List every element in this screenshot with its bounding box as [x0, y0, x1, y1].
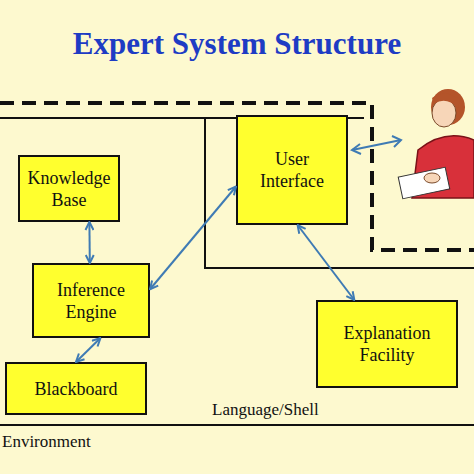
user-hand	[424, 173, 440, 183]
text-stack: Explanation Facility	[334, 322, 440, 366]
component-label: User Interface	[250, 148, 334, 192]
user-hair	[431, 89, 465, 125]
component-box: Knowledge Base	[18, 155, 120, 222]
component-label: Blackboard	[35, 378, 118, 400]
user-arrow	[352, 140, 401, 150]
flow-arrow	[76, 338, 100, 362]
component-label: Inference Engine	[48, 279, 134, 323]
user-hair	[432, 93, 460, 108]
text-stack: Knowledge Base	[28, 167, 111, 211]
flow-arrow	[298, 225, 355, 300]
component-label: Explanation Facility	[334, 322, 440, 366]
arrow-head	[392, 136, 401, 147]
component-box: Inference Engine	[32, 263, 150, 338]
user-figure	[398, 89, 474, 199]
flow-arrow	[88, 222, 90, 263]
diagram-title: Expert System Structure	[0, 26, 474, 62]
user-paper	[398, 167, 450, 198]
component-label: Knowledge Base	[28, 167, 111, 211]
region-label: Language/Shell	[212, 400, 319, 420]
text-stack: Blackboard	[35, 378, 118, 400]
component-box: Explanation Facility	[316, 300, 458, 388]
shell-boundary	[0, 117, 236, 119]
component-box: User Interface	[236, 115, 348, 225]
text-stack: Inference Engine	[48, 279, 134, 323]
environment-boundary	[0, 103, 474, 250]
user-body	[412, 136, 474, 198]
shell-boundary	[348, 117, 364, 119]
text-stack: User Interface	[250, 148, 334, 192]
flow-arrow	[150, 187, 236, 290]
shell-boundary	[0, 424, 474, 426]
region-label: Environment	[2, 432, 91, 452]
arrow-head	[352, 144, 361, 154]
component-box: Blackboard	[5, 362, 147, 415]
user-face	[432, 99, 456, 127]
